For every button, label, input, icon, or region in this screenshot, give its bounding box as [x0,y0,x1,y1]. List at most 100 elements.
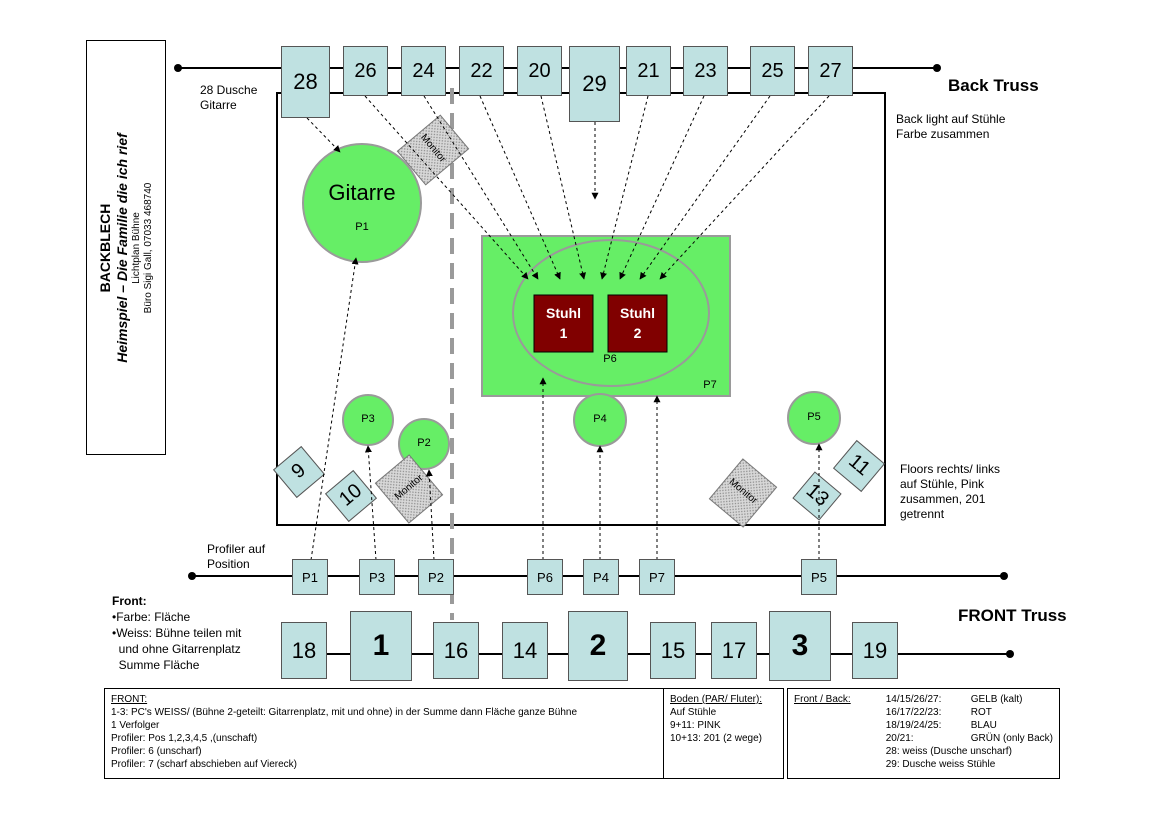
chair-2 [607,294,668,353]
spot-p3-label: P3 [361,413,375,425]
chair-1-label: Stuhl 1 [534,303,593,343]
front-note-3: und ohne Gitarrenplatz [112,642,241,656]
profiler-truss-end [1000,572,1008,580]
legend-boden-line: 10+13: 201 (2 wege) [670,733,763,744]
front-fixture-19: 19 [852,622,898,679]
back-fixture-22: 22 [459,46,504,96]
back-fixture-28: 28 [281,46,330,118]
profiler-fixture-P6: P6 [527,559,563,595]
profiler-fixture-P3: P3 [359,559,395,595]
back-note-right-1: Back light auf Stühle [896,112,1006,126]
profiler-fixture-P1: P1 [292,559,328,595]
front-note-1: •Farbe: Fläche [112,610,191,624]
profiler-truss-label-1: Profiler auf [207,542,266,556]
legend-color-value: 29: Dusche weiss Stühle [885,759,996,770]
legend-color-value: GELB (kalt) [970,694,1023,705]
floors-note-3: zusammen, 201 [900,492,986,506]
spot-p4-label: P4 [593,413,607,425]
back-fixture-26: 26 [343,46,388,96]
profiler-fixture-P5: P5 [801,559,837,595]
focus-arrows [306,95,830,561]
spot-p5-label: P5 [807,411,821,423]
profiler-truss-end [188,572,196,580]
legend-color-value: ROT [970,707,992,718]
back-fixture-20: 20 [517,46,562,96]
front-note-4: Summe Fläche [112,658,200,672]
front-fixture-3: 3 [769,611,831,681]
legend-color-channels: 18/19/24/25: [885,720,942,731]
legend-front-line: Profiler: 7 (scharf abschieben auf Viere… [111,759,298,770]
title-line-1: BACKBLECH [97,203,113,292]
legend-colors: Front / Back: 14/15/26/27:GELB (kalt)16/… [787,688,1060,779]
back-fixture-27: 27 [808,46,853,96]
front-fixture-1: 1 [350,611,412,681]
legend-color-channels: 20/21: [885,733,914,744]
chair-1-line2: 1 [559,325,568,341]
floor-fixture-13 [792,471,842,521]
guitar-area [302,143,422,263]
floors-note-2: auf Stühle, Pink [900,477,985,491]
back-truss-end [933,64,941,72]
back-note-left-1: 28 Dusche [200,83,258,97]
floor-fixture-11 [832,439,886,493]
front-fixture-18: 18 [281,622,327,679]
title-line-2: Heimspiel – Die Familie die ich rief [114,132,130,363]
back-fixture-29: 29 [569,46,620,122]
back-fixture-24: 24 [401,46,446,96]
legend-color-row: 14/15/26/27:GELB (kalt) [886,693,1053,706]
front-fixture-15: 15 [650,622,696,679]
front-note-2: •Weiss: Bühne teilen mit [112,626,242,640]
guitar-pos-label: P1 [355,221,369,233]
legend-boden-heading: Boden (PAR/ Fluter): [670,694,763,705]
legend-color-channels: 16/17/22/23: [885,707,942,718]
profiler-truss-label-2: Position [207,557,250,571]
front-note-title: Front: [112,594,147,608]
title-line-4: Büro Sigi Gall, 07033 468740 [143,182,154,313]
monitor-right [708,458,778,528]
legend-color-value: 28: weiss (Dusche unscharf) [885,746,1012,757]
monitor-left [374,454,444,524]
title-block: BACKBLECH Heimspiel – Die Familie die ic… [86,40,166,455]
title-line-3: Lichtplan Bühne [131,211,142,284]
back-fixture-25: 25 [750,46,795,96]
floor-fixture-10 [324,469,378,523]
front-fixture-17: 17 [711,622,757,679]
legend-front: FRONT: 1-3: PC's WEISS/ (Bühne 2-geteilt… [104,688,664,779]
profiler-fixture-P4: P4 [583,559,619,595]
legend-color-row: 29: Dusche weiss Stühle [886,758,1053,771]
guitar-label: Gitarre [328,180,396,205]
profiler-fixture-P2: P2 [418,559,454,595]
front-truss-end [1006,650,1014,658]
spot-p2-label: P2 [417,437,431,449]
front-fixture-14: 14 [502,622,548,679]
platform-pos-label: P7 [703,379,717,391]
chair-area-pos-label: P6 [603,353,617,365]
front-truss-label: FRONT Truss [958,606,1067,625]
floors-note-4: getrennt [900,507,945,521]
profiler-fixture-P7: P7 [639,559,675,595]
chair-1-line1: Stuhl [546,305,581,321]
spot-p5 [787,391,841,445]
monitor-back [396,114,470,186]
back-fixture-23: 23 [683,46,728,96]
chair-1 [533,294,594,353]
legend-boden-line: 9+11: PINK [670,720,721,731]
legend-color-row: 16/17/22/23: ROT [886,706,1053,719]
chair-2-line2: 2 [633,325,642,341]
legend-front-line: 1 Verfolger [111,720,160,731]
back-truss-label: Back Truss [948,76,1039,95]
legend-front-heading: FRONT: [111,694,148,705]
back-truss-end [174,64,182,72]
front-fixture-2: 2 [568,611,628,681]
legend-color-value: GRÜN (only Back) [970,733,1053,744]
back-note-left-2: Gitarre [200,98,237,112]
chair-2-label: Stuhl 2 [608,303,667,343]
floor-fixture-9 [272,445,326,499]
back-fixture-21: 21 [626,46,671,96]
legend-boden-line: Auf Stühle [670,707,717,718]
floors-note-1: Floors rechts/ links [900,462,1001,476]
legend-color-row: 20/21: GRÜN (only Back) [886,732,1053,745]
legend-color-row: 18/19/24/25:BLAU [886,719,1053,732]
